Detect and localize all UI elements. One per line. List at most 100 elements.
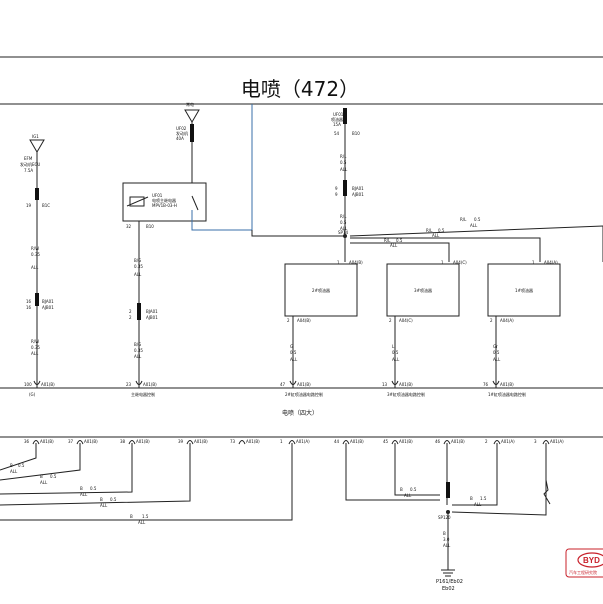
wire-right-split-size: 0.5 (340, 220, 347, 225)
fuse-mid-symbol (184, 109, 200, 123)
logo-brand: BYD (583, 556, 600, 565)
wire-mid-a-color: B/G (134, 258, 141, 263)
bus2-size: 0.5 (438, 228, 445, 233)
bottom-pin-mark-9 (443, 440, 451, 445)
bus2-spec: ALL (432, 233, 440, 238)
injector-pin-bot-3: 2 (490, 318, 493, 323)
fuse-mid-label: 常电 (186, 101, 194, 107)
bottom-pin-3: 38 (120, 439, 126, 444)
bus3-spec: ALL (390, 243, 398, 248)
ecu-pin-conn-1: A01(B) (41, 382, 55, 387)
bw5-color: B (130, 514, 133, 519)
wire-mid-b-size: 0.35 (134, 348, 143, 353)
injector-wire-size-1: 0.5 (290, 350, 297, 355)
bw4-color: B (100, 497, 103, 502)
gnd-wire-2 (0, 443, 81, 481)
injector-conn-bot-2: A04(C) (399, 318, 413, 323)
wire-right-top-size: 0.5 (340, 160, 347, 165)
ground-splice-label: SP120 (438, 515, 451, 520)
injector-conn-bot-3: A04(A) (500, 318, 514, 323)
bottom-pin-mark-6 (288, 440, 296, 445)
bottom-pin-conn-8: A01(B) (399, 439, 413, 444)
gnd-a-spec: ALL (404, 493, 412, 498)
injector-box-1 (284, 263, 358, 317)
conn-mid-name1: BJA01 (146, 309, 158, 314)
bottom-pin-7: 44 (334, 439, 340, 444)
ecu-pin-conn-4: A01(B) (399, 382, 413, 387)
ecu-label: 电喷（四大） (282, 409, 318, 417)
injector-pin-top-1: 1 (337, 260, 340, 265)
bottom-pin-5: 73 (230, 439, 236, 444)
injector-conn-top-2: A04(C) (453, 260, 467, 265)
bottom-pin-mark-4 (186, 440, 194, 445)
wire-mid-a-size: 0.35 (134, 264, 143, 269)
bottom-pin-mark-5 (238, 440, 246, 445)
fuse-right-pin: 54 (334, 131, 340, 136)
wire-left-top-size: 0.35 (31, 252, 40, 257)
fuse-mid-desc: 发动机 (176, 130, 188, 136)
gnd-wire-5 (0, 443, 293, 521)
bottom-pin-10: 2 (485, 439, 488, 444)
relay-output-wire (191, 104, 253, 231)
bw1-color: B (10, 463, 13, 468)
bus-1-line (349, 225, 603, 237)
ecu-pin-3: 47 (280, 382, 286, 387)
fuse-left-label: IG1 (32, 134, 39, 139)
injector-wire-color-1: G (290, 344, 293, 349)
fuse-left-name: EFM (24, 156, 33, 161)
wire-left-top-color: R/W (31, 246, 39, 251)
injector-conn-top-3: A04(A) (544, 260, 558, 265)
fuse-left-symbol (29, 139, 45, 153)
conn-left-name2: AJB01 (42, 305, 54, 310)
ecu-pin-conn-5: A01(B) (500, 382, 514, 387)
conn-right-pin2: 9 (335, 192, 338, 197)
bus1-color: R/L (460, 217, 467, 222)
bottom-pin-1: 36 (24, 439, 30, 444)
injector-wire-spec-2: ALL (392, 357, 400, 362)
wire-left-bot-size: 0.35 (31, 345, 40, 350)
fuse-left-desc: 发动机ECU (20, 161, 40, 167)
bw5-size: 1.5 (142, 514, 149, 519)
fuse-right-desc: 喷油器 (331, 116, 343, 122)
conn-mid-pin1: 2 (129, 309, 132, 314)
ecu-pin-mark-3 (289, 380, 297, 385)
splice-label: SP14 (338, 230, 348, 235)
bus1-spec: ALL (470, 223, 478, 228)
bottom-pin-conn-2: A01(B) (84, 439, 98, 444)
bus-1#-line (350, 237, 541, 262)
injector-wire-color-3: Gr (493, 344, 498, 349)
bottom-pin-conn-11: A01(A) (550, 439, 564, 444)
injector-box-2 (386, 263, 460, 317)
gnd-wire-9 (452, 443, 498, 506)
bottom-pin-conn-5: A01(B) (246, 439, 260, 444)
injector-wire-color-2: L (392, 344, 395, 349)
injector-box-3 (487, 263, 561, 317)
bottom-pin-conn-1: A01(B) (40, 439, 54, 444)
fuse-right-amp: 15A (333, 122, 341, 127)
conn-right-name2: AJB01 (352, 192, 364, 197)
wire-mid-a-spec: ALL (134, 272, 142, 277)
gnd-b-color: B (470, 496, 473, 501)
bottom-pin-mark-10 (493, 440, 501, 445)
relay-pin-left: 32 (126, 224, 132, 229)
gnd-main-color: B (443, 531, 446, 536)
gnd-a-size: 0.5 (410, 487, 417, 492)
injector-pin-top-3: 1 (532, 260, 535, 265)
ecu-pin-1: 100 (24, 382, 32, 387)
bottom-pin-conn-4: A01(B) (194, 439, 208, 444)
bottom-pin-4: 39 (178, 439, 184, 444)
gnd-wire-3 (0, 443, 133, 495)
ecu-pin-label-1: (G) (29, 392, 36, 397)
bus-3#-line (350, 242, 450, 262)
bw2-size: 0.5 (50, 474, 57, 479)
gnd-wire-10 (451, 443, 547, 516)
bottom-pin-6: 1 (280, 439, 283, 444)
ecu-pin-mark-5 (492, 380, 500, 385)
bottom-pin-mark-7 (342, 440, 350, 445)
fuse-mid-amp: 40A (176, 136, 184, 141)
bw2-color: B (40, 474, 43, 479)
conn-left-pin2: 16 (26, 305, 32, 310)
ecu-pin-5: 76 (483, 382, 489, 387)
fuse-left-amp: 7.5A (24, 168, 33, 173)
bottom-pin-conn-6: A01(A) (296, 439, 310, 444)
